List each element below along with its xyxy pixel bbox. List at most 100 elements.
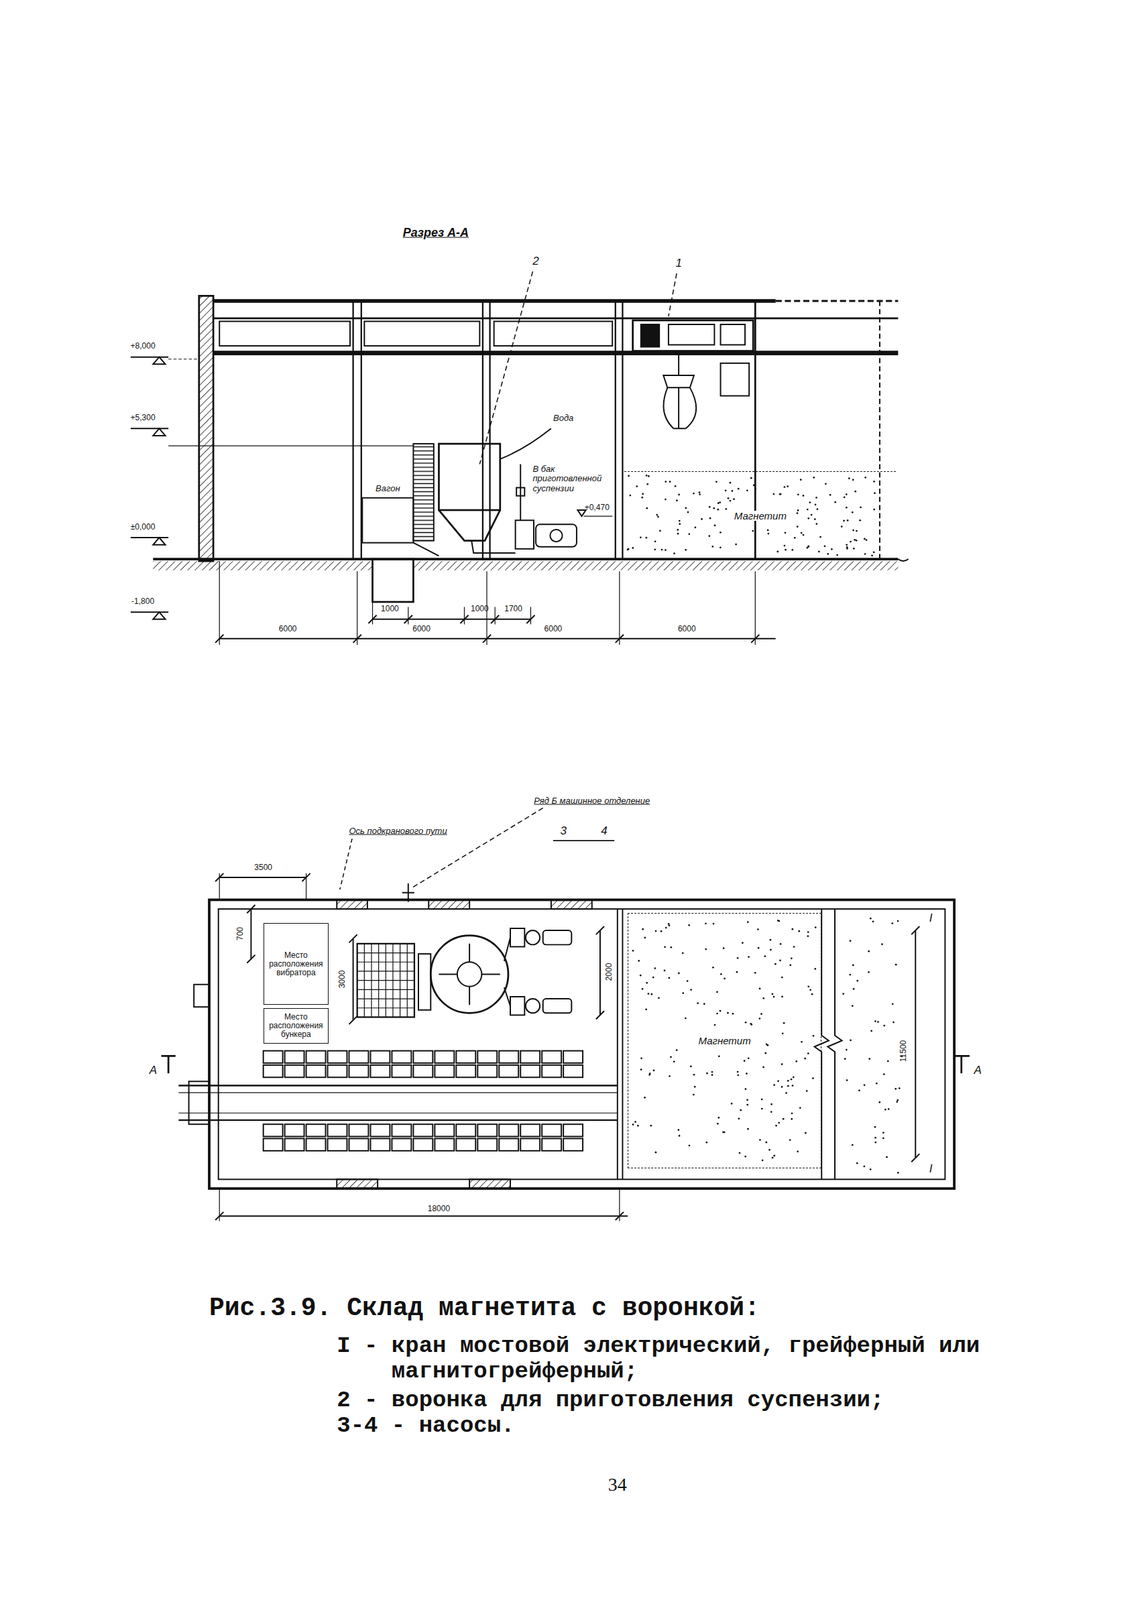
wagon-cell [284, 1139, 305, 1152]
magnetite-dot [759, 1139, 762, 1142]
drawing-path [471, 541, 515, 554]
magnetite-dot [751, 530, 754, 533]
magnetite-dot [796, 1151, 799, 1154]
wagon-cell [391, 1139, 412, 1152]
magnetite-dot [869, 917, 872, 921]
wagon-cell [563, 1065, 583, 1078]
caption-key: 2 - воронка для приготовления суспензии; [336, 1388, 1065, 1414]
magnetite-dot [815, 523, 818, 526]
magnetite-dot [687, 511, 690, 514]
wagon-cell [327, 1124, 348, 1137]
part-label: Вагон [375, 484, 401, 495]
magnetite-dot [776, 551, 779, 554]
magnetite-dot [693, 1074, 696, 1077]
magnetite-dot [883, 1073, 886, 1076]
wagon-cell [349, 1124, 369, 1137]
drawing-circle [525, 999, 540, 1014]
magnetite-dot [648, 1074, 651, 1077]
magnetite-dot [878, 1101, 881, 1104]
drawing-rect [362, 498, 414, 544]
magnetite-dot [664, 498, 667, 501]
drawing-path [402, 883, 415, 902]
magnetite-dot [647, 475, 650, 478]
magnetite-dot [891, 922, 894, 925]
wagon-cell [370, 1139, 390, 1152]
magnetite-dot [856, 1162, 859, 1165]
magnetite-dot [712, 507, 715, 510]
magnetite-dot [717, 1117, 720, 1120]
drawing-path [215, 873, 311, 882]
drawing-line [352, 938, 355, 1021]
magnetite-dot [779, 959, 782, 962]
magnetite-dot [709, 517, 712, 520]
magnetite-dot [703, 1003, 706, 1006]
drawing-rect [189, 1081, 210, 1125]
magnetite-dot [692, 1094, 695, 1097]
drawing-path [219, 873, 306, 901]
magnetite-dot [754, 488, 757, 491]
magnetite-dot [677, 494, 680, 497]
magnetite-dot [746, 1104, 749, 1107]
magnetite-dot [781, 1086, 784, 1089]
magnetite-dot [737, 1117, 740, 1120]
callout-number: 2 [532, 254, 539, 269]
wagon-rows [263, 1051, 583, 1152]
magnetite-dot [787, 1085, 790, 1088]
drawing-line [130, 537, 169, 539]
magnetite-dot [726, 1012, 729, 1015]
magnetite-dot [669, 480, 672, 483]
magnetite-dot [807, 935, 810, 938]
pipe-label: В бак приготовленной суспензии [532, 464, 605, 495]
magnetite-dot [793, 946, 796, 949]
axis-marker: I [929, 911, 933, 926]
drawing-path [160, 1056, 176, 1074]
magnetite-dot [784, 549, 787, 552]
magnetite-dot [824, 545, 827, 548]
drawing-path [668, 273, 677, 317]
wagon-cell [434, 1124, 454, 1137]
drawing-rect [152, 561, 373, 571]
drawing-g [130, 271, 970, 1222]
drawing-circle [430, 936, 509, 1014]
drawing-path [246, 905, 255, 964]
dimension: 2000 [604, 963, 615, 982]
magnetite-dot [814, 968, 817, 971]
magnetite-dot [869, 1168, 872, 1171]
drawing-path [152, 357, 165, 365]
magnetite-dot [655, 930, 658, 933]
drawing-rect [615, 301, 623, 560]
drawing-path [215, 1212, 624, 1221]
wagon-cell [498, 1124, 519, 1137]
drawing-path [368, 615, 535, 624]
drawing-rect [438, 443, 500, 511]
magnetite-dot [724, 508, 727, 511]
wagon-cell [370, 1065, 390, 1078]
magnetite-dot [809, 989, 812, 992]
drawing-path [339, 838, 353, 890]
drawing-line [130, 427, 169, 430]
magnetite-dot [783, 486, 786, 489]
magnetite-dot [784, 531, 787, 534]
magnetite-dot [635, 485, 638, 488]
drawing-line [553, 840, 615, 842]
magnetite-dot [718, 1055, 721, 1058]
drawing-path [911, 926, 920, 1163]
magnetite-dot [736, 971, 739, 974]
magnetite-dot [787, 1080, 790, 1083]
magnetite-dot [845, 543, 848, 546]
magnetite-dot [849, 940, 852, 943]
magnetite-dot [640, 1068, 643, 1071]
drawing-line [178, 1119, 617, 1122]
drawing-line [219, 638, 776, 640]
drawing-rect [219, 321, 351, 347]
magnetite-dot [741, 942, 744, 945]
magnetite-dot [627, 548, 630, 551]
magnetite-dot [664, 549, 667, 552]
magnetite-dot [871, 554, 874, 557]
magnetite-dot [641, 928, 644, 931]
magnetite-dot [727, 497, 730, 500]
magnetite-dot [777, 1080, 780, 1083]
magnetite-dot [845, 1049, 848, 1052]
elevation-mark: +0,470 [584, 503, 610, 513]
